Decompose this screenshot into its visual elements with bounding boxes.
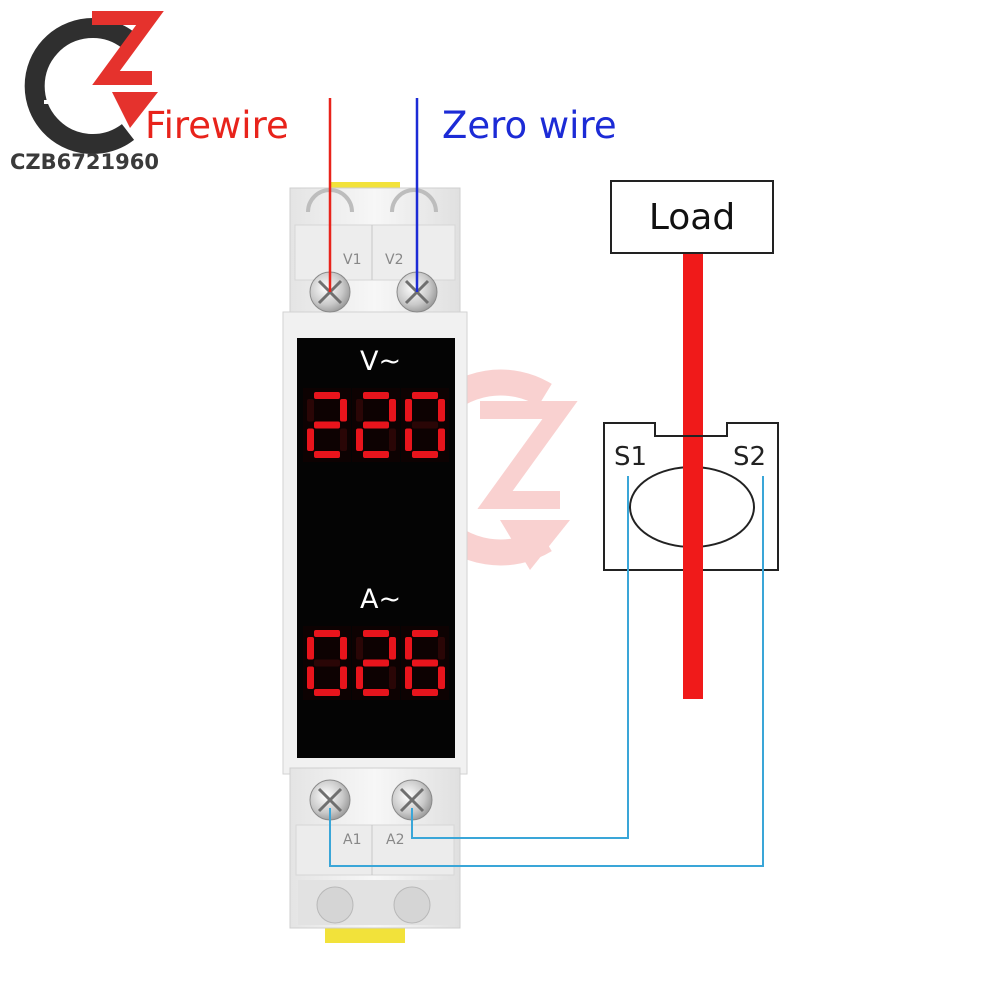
brand-name: CZB6721960 <box>10 150 159 174</box>
terminal-a2-label: A2 <box>386 832 405 848</box>
seven-segment-digit <box>401 626 449 700</box>
signal-wire-s1 <box>411 476 629 839</box>
sensor-s2-label: S2 <box>733 442 767 472</box>
brand-logo <box>24 10 164 154</box>
seven-segment-digit <box>401 388 449 462</box>
sensor-s1-label: S1 <box>614 442 648 472</box>
load-label: Load <box>648 196 736 238</box>
current-display <box>303 626 449 700</box>
fire-wire-label: Firewire <box>145 104 289 147</box>
terminal-a1-label: A1 <box>343 832 362 848</box>
terminal-v1-label: V1 <box>343 252 362 268</box>
seven-segment-digit <box>303 388 351 462</box>
seven-segment-digit <box>352 626 400 700</box>
current-unit-label: A~ <box>360 584 402 615</box>
seven-segment-digit <box>352 388 400 462</box>
terminal-screws <box>309 271 438 821</box>
seven-segment-digit <box>303 626 351 700</box>
signal-wire-s2 <box>329 476 764 867</box>
terminal-v2-label: V2 <box>385 252 404 268</box>
voltage-unit-label: V~ <box>360 346 402 377</box>
load-box: Load <box>610 180 774 254</box>
voltage-display <box>303 388 449 462</box>
zero-wire-label: Zero wire <box>442 104 617 147</box>
